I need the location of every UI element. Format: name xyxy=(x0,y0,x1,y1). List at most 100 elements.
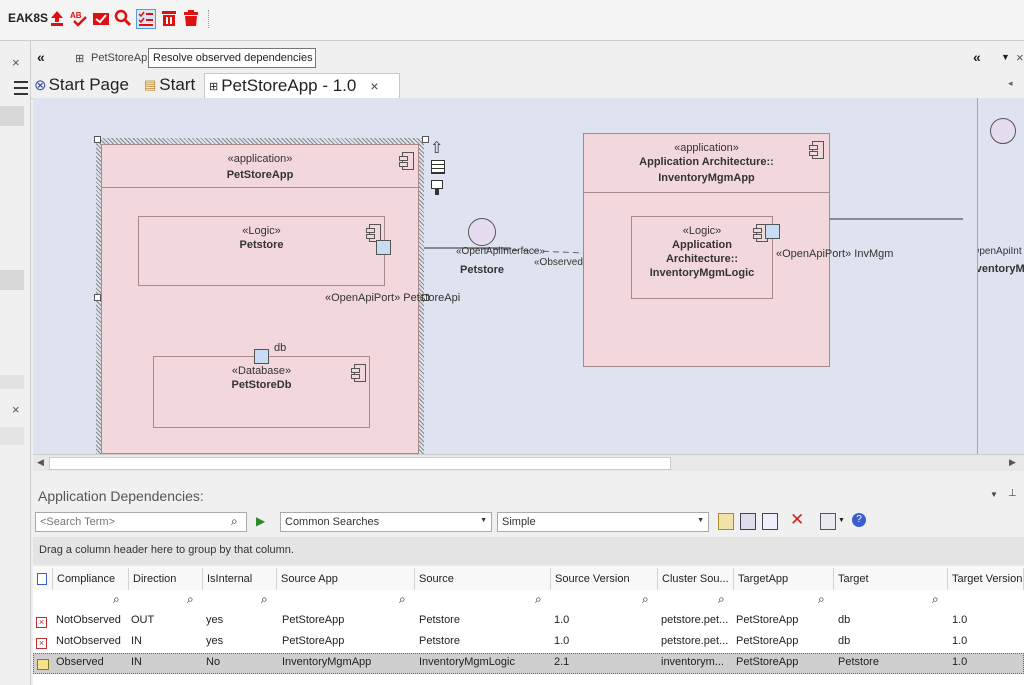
port-label: «OpenApiPort» PetstoreApi xyxy=(325,292,461,304)
tab-start-page[interactable]: ⊗ Start Page xyxy=(34,73,129,97)
cell-source-version: 2.1 xyxy=(554,656,570,668)
db-port[interactable] xyxy=(254,349,269,364)
filter-icon[interactable]: ⌕ xyxy=(718,592,725,606)
copy-icon[interactable] xyxy=(740,513,756,530)
tab-scroll-icon[interactable]: ◂ xyxy=(1008,78,1013,88)
close-icon[interactable]: × xyxy=(1016,50,1024,65)
close-icon[interactable]: × xyxy=(12,55,20,70)
trash-icon[interactable] xyxy=(182,9,200,27)
column-header[interactable]: Compliance xyxy=(53,568,129,590)
search-icon[interactable]: ⌕ xyxy=(231,514,238,528)
breadcrumb[interactable]: PetStoreApp xyxy=(91,52,154,64)
column-header[interactable]: IsInternal xyxy=(203,568,277,590)
component-name: Application xyxy=(672,239,732,251)
petstore-api-port[interactable] xyxy=(376,240,391,255)
panel-title: Application Dependencies: xyxy=(38,488,204,504)
column-header[interactable]: Source xyxy=(415,568,551,590)
stereotype: «Database» xyxy=(231,365,292,377)
column-header[interactable]: Target Version xyxy=(948,568,1024,590)
column-header[interactable]: Target xyxy=(834,568,948,590)
search-red-icon[interactable] xyxy=(114,9,132,27)
filter-icon[interactable]: ⌕ xyxy=(113,592,120,606)
filter-icon[interactable]: ⌕ xyxy=(642,592,649,606)
tab-label: PetStoreApp - 1.0 xyxy=(221,76,357,95)
diagram-splitter[interactable] xyxy=(977,98,978,454)
spellcheck-icon[interactable]: AB xyxy=(70,9,88,27)
left-panel-item[interactable] xyxy=(0,106,24,126)
column-header-icon[interactable] xyxy=(33,568,53,590)
divider xyxy=(102,187,418,188)
builder-icon[interactable] xyxy=(820,513,836,530)
left-panel-item[interactable] xyxy=(0,270,24,290)
search-input[interactable]: <Search Term> xyxy=(35,512,247,532)
cell-target-app: PetStoreApp xyxy=(736,656,799,668)
petstoredb-component[interactable]: «Database» PetStoreDb xyxy=(153,356,370,428)
new-search-icon[interactable] xyxy=(718,513,734,530)
diagram-canvas[interactable]: «application» PetStoreApp «Logic» Petsto… xyxy=(33,98,977,454)
close-tab-icon[interactable]: × xyxy=(370,78,379,94)
resize-handle[interactable] xyxy=(422,136,429,143)
upload-icon[interactable] xyxy=(48,9,66,27)
toolbar-separator xyxy=(208,10,210,28)
horizontal-scrollbar[interactable]: ◀ ▶ xyxy=(33,454,1024,471)
scroll-left-icon[interactable]: ◀ xyxy=(37,457,44,467)
resize-handle[interactable] xyxy=(94,294,101,301)
help-icon[interactable]: ? xyxy=(852,513,866,527)
filter-icon[interactable]: ⌕ xyxy=(535,592,542,606)
delete-search-icon[interactable]: ✕ xyxy=(790,510,805,529)
invmgm-port[interactable] xyxy=(765,224,780,239)
collapse-left-icon[interactable]: « xyxy=(37,49,45,65)
table-row-selected[interactable]: Observed IN No InventoryMgmApp Inventory… xyxy=(33,653,1024,674)
column-header[interactable]: TargetApp xyxy=(734,568,834,590)
filter-icon[interactable]: ⌕ xyxy=(932,592,939,606)
cell-direction: IN xyxy=(131,635,142,647)
column-header[interactable]: Source App xyxy=(277,568,415,590)
interface-circle[interactable] xyxy=(468,218,496,246)
stereotype: «Logic» xyxy=(682,225,722,237)
pin-icon[interactable]: ⊥ xyxy=(1008,488,1017,499)
component-name: Petstore xyxy=(239,239,284,251)
collapse-right-icon[interactable]: « xyxy=(973,49,981,65)
close-icon[interactable]: × xyxy=(12,402,20,417)
diagram-icon: ⊞ xyxy=(75,53,85,65)
run-search-icon[interactable]: ▶ xyxy=(256,514,266,528)
edit-icon[interactable] xyxy=(762,513,778,530)
table-row[interactable]: × NotObserved IN yes PetStoreApp Petstor… xyxy=(33,632,1024,653)
filter-icon[interactable]: ⌕ xyxy=(261,592,268,606)
tooltip: Resolve observed dependencies xyxy=(148,48,316,68)
search-mode-select[interactable]: Common Searches ▼ xyxy=(280,512,492,532)
interface-name: Petstore xyxy=(460,264,505,276)
hamburger-icon[interactable] xyxy=(0,81,28,95)
panel-menu-icon[interactable]: ▼ xyxy=(990,490,998,499)
petstore-logic-component[interactable]: «Logic» Petstore xyxy=(138,216,385,286)
move-up-icon[interactable]: ⇧ xyxy=(430,140,444,157)
resolve-dependencies-button[interactable] xyxy=(136,9,156,29)
resize-handle[interactable] xyxy=(422,294,429,301)
inventory-logic-component[interactable]: «Logic» Application Architecture:: Inven… xyxy=(631,216,773,299)
column-header[interactable]: Direction xyxy=(129,568,203,590)
column-header[interactable]: Source Version xyxy=(551,568,658,590)
interface-circle[interactable] xyxy=(990,118,1016,144)
mail-check-icon[interactable] xyxy=(92,9,110,27)
cell-target-app: PetStoreApp xyxy=(736,614,799,626)
component-name: PetStoreDb xyxy=(231,379,292,391)
group-by-area[interactable]: Drag a column header here to group by th… xyxy=(33,537,1024,565)
resize-handle[interactable] xyxy=(94,136,101,143)
column-header[interactable]: Cluster Sou... xyxy=(658,568,734,590)
table-row[interactable]: × NotObserved OUT yes PetStoreApp Petsto… xyxy=(33,611,1024,632)
scroll-right-icon[interactable]: ▶ xyxy=(1009,457,1016,467)
tab-start[interactable]: ▤ Start xyxy=(144,73,195,97)
cell-compliance: NotObserved xyxy=(56,635,121,647)
filter-icon[interactable]: ⌕ xyxy=(818,592,825,606)
search-type-select[interactable]: Simple ▼ xyxy=(497,512,709,532)
properties-icon[interactable] xyxy=(431,160,445,174)
format-icon[interactable] xyxy=(431,180,443,196)
component-icon xyxy=(809,141,824,159)
dropdown-arrow-icon[interactable]: ▼ xyxy=(1001,52,1010,62)
scrollbar-thumb[interactable] xyxy=(49,457,671,470)
filter-icon[interactable]: ⌕ xyxy=(399,592,406,606)
tab-petstoreapp[interactable]: ⊞ PetStoreApp - 1.0 × xyxy=(204,73,400,98)
dropdown-arrow-icon[interactable]: ▼ xyxy=(838,517,845,524)
filter-icon[interactable]: ⌕ xyxy=(187,592,194,606)
delete-icon[interactable] xyxy=(160,9,178,27)
